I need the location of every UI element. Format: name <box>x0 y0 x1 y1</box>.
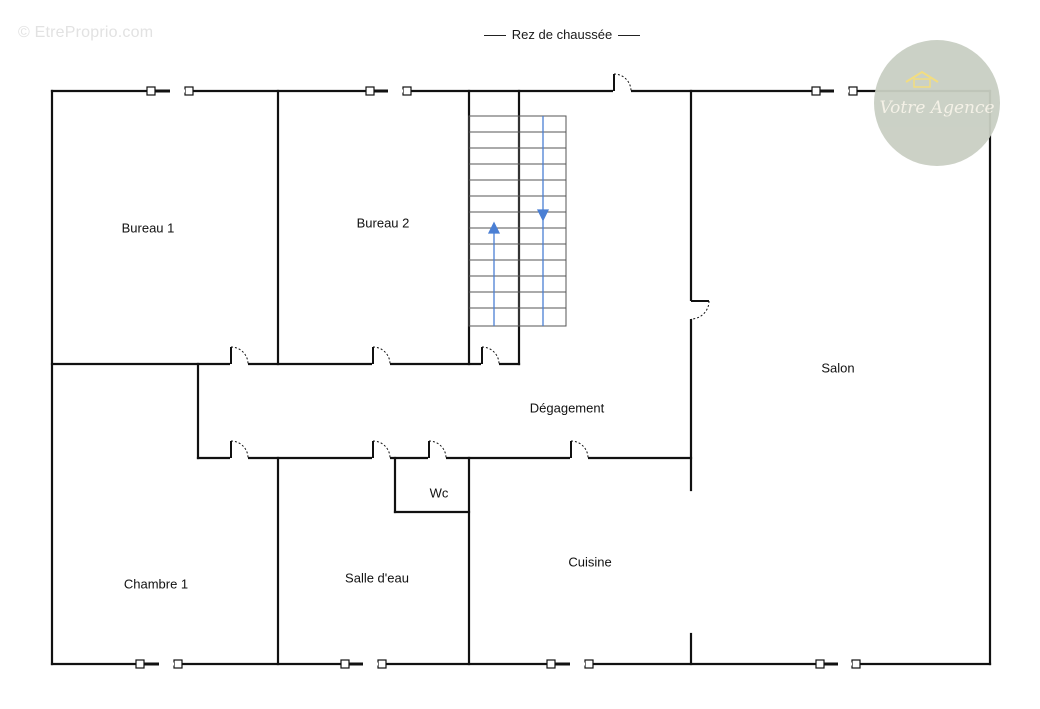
doors <box>230 73 710 460</box>
room-label-degagement: Dégagement <box>529 400 605 416</box>
room-label-salle-deau: Salle d'eau <box>345 570 409 586</box>
door-entrance <box>613 73 632 93</box>
door-salon <box>689 300 710 320</box>
door-stairs <box>481 346 500 366</box>
window-salon-top <box>811 86 858 96</box>
room-label-cuisine: Cuisine <box>568 554 612 570</box>
window-chambre1 <box>135 659 183 669</box>
door-wc <box>428 440 447 460</box>
stair-down-arrow-icon <box>536 209 550 222</box>
stair-arrows <box>487 116 550 326</box>
title-dash-right <box>618 35 641 37</box>
window-cuisine <box>546 659 594 669</box>
window-bureau1 <box>146 86 194 96</box>
room-label-chambre1: Chambre 1 <box>123 576 189 592</box>
stair-up-arrow-icon <box>487 221 501 234</box>
window-salon-bottom <box>815 659 861 669</box>
windows <box>135 86 861 669</box>
agency-logo-text: Votre Agence <box>879 98 995 118</box>
floor-title-text: Rez de chaussée <box>511 27 613 42</box>
room-label-bureau1: Bureau 1 <box>121 220 175 236</box>
staircase <box>468 115 567 327</box>
agency-logo: Votre Agence <box>874 40 1000 166</box>
watermark: © EtreProprio.com <box>18 24 154 41</box>
floor-title: Rez de chaussée <box>0 27 1040 42</box>
door-chambre1 <box>230 440 249 460</box>
room-label-salon: Salon <box>821 360 855 376</box>
door-bureau2 <box>372 346 391 366</box>
title-dash-left <box>483 35 506 37</box>
house-logo-icon <box>905 70 939 88</box>
door-cuisine <box>570 440 589 460</box>
window-bureau2 <box>365 86 412 96</box>
window-salle-deau <box>340 659 387 669</box>
room-label-wc: Wc <box>429 485 449 501</box>
door-salle-deau <box>372 440 391 460</box>
room-label-bureau2: Bureau 2 <box>356 215 410 231</box>
walls <box>50 89 992 666</box>
door-bureau1 <box>230 346 249 366</box>
